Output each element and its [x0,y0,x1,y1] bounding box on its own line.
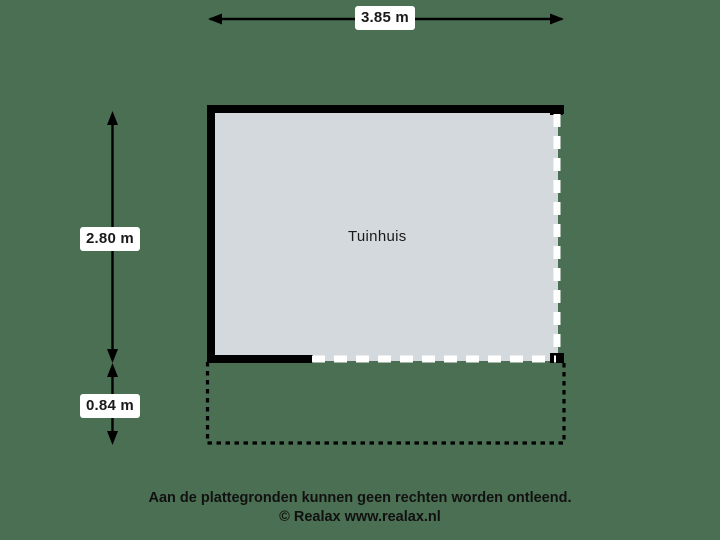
terrace-outline [200,355,572,451]
footer-line-1: Aan de plattegronden kunnen geen rechten… [148,490,572,506]
terrace-dotted-rect-icon [205,362,566,445]
wall-top [207,105,564,113]
dimension-top-label: 3.85 m [355,6,415,30]
opening-right-glass-wall [548,112,566,357]
wall-right-corner-bottom [550,353,564,363]
wall-left [207,105,215,363]
dimension-left-upper-label: 2.80 m [80,227,140,251]
footer-line-2: © Realax www.realax.nl [279,509,441,525]
wall-bottom-solid [207,355,313,363]
opening-bottom-glass-wall [310,352,558,368]
building-tuinhuis: Tuinhuis [200,100,572,370]
opening-bottom-dashes-icon [312,355,556,367]
room-floor-tuinhuis [214,112,558,361]
room-label-tuinhuis: Tuinhuis [348,228,407,245]
dimension-left-lower-label: 0.84 m [80,394,140,418]
wall-right-corner-top [550,105,564,115]
footer-disclaimer: Aan de plattegronden kunnen geen rechten… [0,489,720,527]
opening-right-dashes-icon [553,114,566,355]
